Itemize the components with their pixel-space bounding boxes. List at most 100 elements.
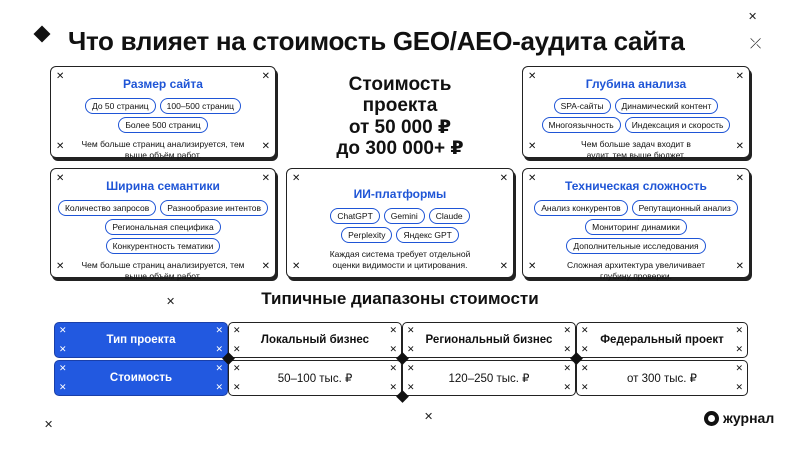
close-icon: ✕ — [215, 325, 223, 335]
close-icon: ✕ — [215, 363, 223, 373]
close-icon: ✕ — [56, 141, 65, 152]
tag-list: ChatGPT Gemini Claude Perplexity Яндекс … — [287, 208, 513, 243]
tag: Конкурентность тематики — [105, 238, 221, 254]
table-cell: ✕✕ ✕✕ 120–250 тыс. ₽ — [402, 360, 576, 396]
close-icon: ✕ — [735, 344, 743, 354]
close-icon: ✕ — [261, 71, 270, 82]
close-icon: ✕ — [528, 141, 537, 152]
tag: SPA-сайты — [553, 98, 611, 114]
cell-text: Стоимость — [109, 372, 173, 384]
card-ai-platforms: ✕ ✕ ✕ ✕ ИИ-платформы ChatGPT Gemini Claude… — [286, 168, 514, 278]
close-icon: ✕ — [389, 382, 397, 392]
close-icon: ✕ — [735, 363, 743, 373]
table-header-cell: ✕ ✕ ✕ ✕ Тип проекта — [54, 322, 228, 358]
page-title: Что влияет на стоимость GEO/AEO-аудита с… — [68, 26, 685, 56]
close-icon: ✕ — [528, 261, 537, 272]
cell-text: Региональный бизнес — [425, 334, 553, 346]
table-header-cell: ✕✕ ✕✕ Федеральный проект — [576, 322, 748, 358]
tag: Perplexity — [341, 227, 393, 243]
brand-logo: журнал — [704, 410, 774, 426]
close-icon: ✕ — [735, 261, 744, 272]
close-icon: ✕ — [389, 344, 397, 354]
cost-line: Стоимость — [348, 74, 452, 95]
card-title: ИИ-платформы — [353, 187, 447, 201]
cost-line: проекта — [362, 95, 438, 117]
cell-text: 50–100 тыс. ₽ — [277, 373, 353, 385]
tag: Анализ конкурентов — [534, 200, 628, 216]
sparkle-icon: ✕ — [44, 419, 54, 431]
close-icon: ✕ — [528, 71, 537, 82]
close-icon: ✕ — [233, 325, 241, 335]
table-header-cell: ✕✕ ✕✕ Локальный бизнес — [228, 322, 402, 358]
close-icon: ✕ — [499, 261, 508, 272]
sparkle-icon: ✕ — [166, 296, 176, 308]
tag: Claude — [428, 208, 470, 224]
card-description: Каждая система требует отдельной оценки … — [329, 249, 471, 270]
cost-line: до 300 000+ ₽ — [336, 137, 464, 159]
close-icon: ✕ — [563, 344, 571, 354]
close-icon: ✕ — [735, 71, 744, 82]
close-icon: ✕ — [389, 363, 397, 373]
tag: Многоязычность — [541, 117, 621, 133]
close-icon: ✕ — [292, 261, 301, 272]
cell-text: Локальный бизнес — [260, 334, 370, 346]
close-icon: ✕ — [233, 363, 241, 373]
close-icon: ✕ — [581, 325, 589, 335]
tag: Более 500 страниц — [118, 117, 208, 133]
tag: 100–500 страниц — [159, 98, 242, 114]
close-icon: ✕ — [215, 382, 223, 392]
card-description: Чем больше страниц анализируется, тем вы… — [81, 139, 245, 160]
close-icon: ✕ — [215, 344, 223, 354]
close-icon: ✕ — [56, 71, 65, 82]
close-icon: ✕ — [233, 382, 241, 392]
tag: Яндекс GPT — [396, 227, 459, 243]
tag: ChatGPT — [330, 208, 380, 224]
tag-list: До 50 страниц 100–500 страниц Более 500 … — [51, 98, 275, 133]
close-icon: ✕ — [581, 363, 589, 373]
close-icon: ✕ — [59, 344, 67, 354]
tag-list: Анализ конкурентов Репутационный анализ … — [523, 200, 749, 254]
table-cell: ✕ ✕ ✕ ✕ 50–100 тыс. ₽ — [228, 360, 402, 396]
cost-line: от 50 000 ₽ — [348, 116, 452, 138]
close-icon: ✕ — [528, 173, 537, 184]
close-icon: ✕ — [407, 382, 415, 392]
card-semantics: ✕✕ ✕✕ Ширина семантики Количество запрос… — [50, 168, 276, 281]
card-description: Сложная архитектура увеличивает глубину … — [566, 260, 706, 281]
close-icon: ✕ — [389, 325, 397, 335]
ranges-title: Типичные диапазоны стоимости — [261, 289, 539, 308]
cell-text: Федеральный проект — [600, 334, 724, 346]
card-site-size: ✕✕ ✕✕ Размер сайта До 50 страниц 100–500… — [50, 66, 276, 160]
card-analysis-depth: ✕✕ ✕✕ Глубина анализа SPA-сайты Динамиче… — [522, 66, 750, 160]
close-icon: ✕ — [59, 325, 67, 335]
close-icon: ✕ — [735, 173, 744, 184]
close-icon: ✕ — [292, 173, 301, 184]
close-icon: ✕ — [563, 382, 571, 392]
tag: Региональная специфика — [105, 219, 221, 235]
tag: До 50 страниц — [84, 98, 156, 114]
card-title: Размер сайта — [123, 77, 203, 91]
close-icon: ✕ — [407, 325, 415, 335]
close-icon: ✕ — [59, 363, 67, 373]
tag-list: Количество запросов Разнообразие интенто… — [51, 200, 275, 254]
card-tech-complexity: ✕✕ ✕✕ Техническая сложность Анализ конку… — [522, 168, 750, 281]
cell-text: Тип проекта — [106, 334, 176, 346]
cell-text: от 300 тыс. ₽ — [627, 373, 697, 385]
close-icon: ✕ — [735, 325, 743, 335]
logo-icon — [704, 410, 719, 426]
card-title: Ширина семантики — [106, 179, 220, 193]
sparkle-icon: ✕ — [748, 11, 758, 23]
close-icon: ✕ — [407, 363, 415, 373]
card-description: Чем больше задач входит в аудит, тем выш… — [581, 139, 691, 160]
close-icon: ✕ — [59, 382, 67, 392]
close-icon: ✕ — [563, 363, 571, 373]
tag: Gemini — [383, 208, 425, 224]
tag: Разнообразие интентов — [160, 200, 268, 216]
close-icon: ✕ — [261, 173, 270, 184]
close-icon: ✕ — [261, 261, 270, 272]
table-header-cell: ✕✕ ✕✕ Региональный бизнес — [402, 322, 576, 358]
close-icon: ✕ — [499, 173, 508, 184]
table-cell: ✕✕ ✕✕ от 300 тыс. ₽ — [576, 360, 748, 396]
card-title: Глубина анализа — [585, 77, 687, 91]
close-icon: ✕ — [563, 325, 571, 335]
close-icon: ✕ — [56, 173, 65, 184]
